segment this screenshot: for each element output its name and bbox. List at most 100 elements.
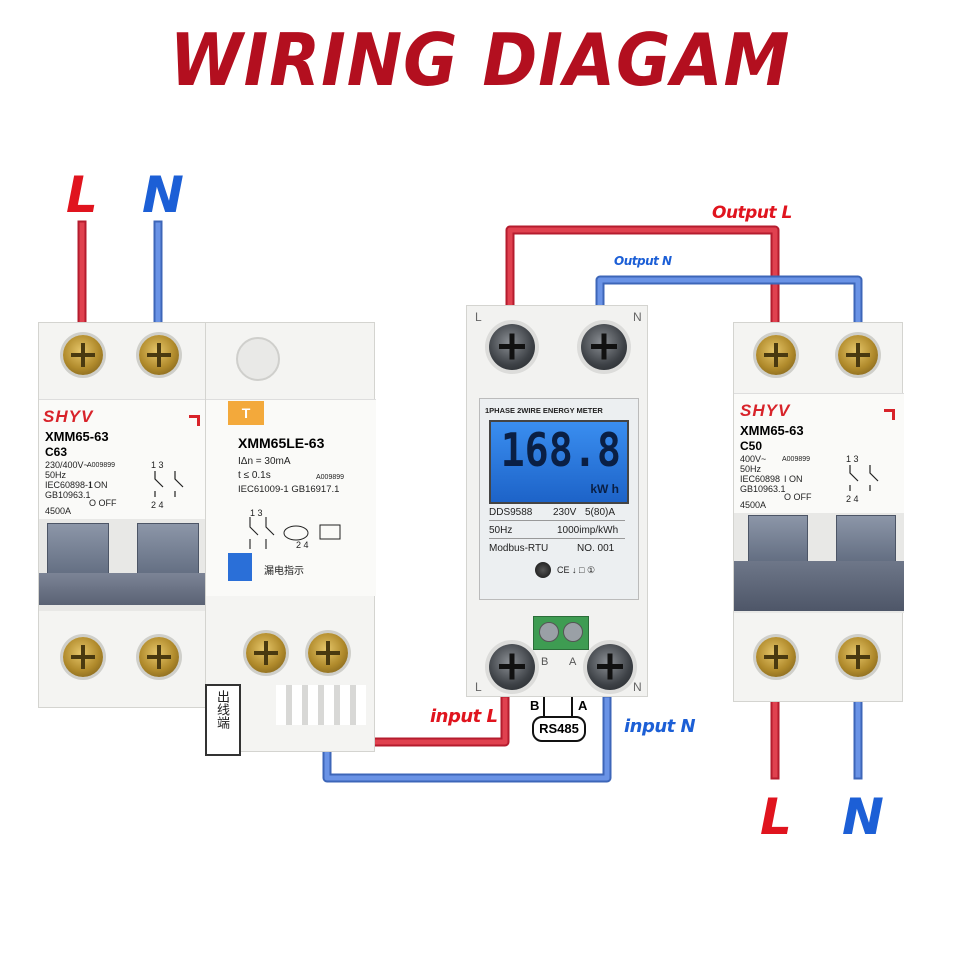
- terminal-numbers-bottom: 2 4: [151, 500, 164, 510]
- toggle-lever-2[interactable]: [137, 523, 199, 581]
- rs485-screw-icon: [539, 622, 559, 642]
- rs485-a-label: A: [578, 698, 588, 713]
- outlet-label: 出线端: [215, 690, 230, 729]
- input-l-label: input L: [430, 706, 498, 727]
- screw-icon: [587, 644, 633, 690]
- meter-divider: [489, 520, 625, 521]
- rcd-cert: A009899: [316, 474, 345, 481]
- load-live-label: L: [760, 788, 792, 846]
- rcd-top-circle: [236, 337, 280, 381]
- right-breaker: SHYV XMM65-63 C50 A009899 400V~ 50Hz IEC…: [733, 322, 904, 702]
- meter-term-a: A: [569, 656, 577, 668]
- breaker-capacity: 4500A: [45, 506, 72, 516]
- terminal-numbers-top: 1 3: [151, 460, 164, 470]
- load-neutral-label: N: [842, 788, 884, 846]
- breaker-std1: IEC60898-1: [45, 480, 94, 490]
- breaker-capacity: 4500A: [740, 500, 767, 510]
- terminal-icon: [308, 633, 348, 673]
- terminal-icon: [838, 335, 878, 375]
- meter-impulse: 1000imp/kWh: [557, 525, 619, 536]
- source-live-label: L: [66, 166, 98, 224]
- breaker-freq: 50Hz: [45, 470, 67, 480]
- breaker-off: O OFF: [89, 498, 117, 508]
- outlet-label-box: [205, 684, 241, 756]
- rcd-indicator-text: 漏电指示: [264, 566, 304, 577]
- rcd-current: IΔn = 30mA: [238, 456, 291, 467]
- toggle-bar: [39, 573, 209, 605]
- terminal-icon: [63, 637, 103, 677]
- left-breaker: SHYV XMM65-63 C63 A009899 230/400V~ 50Hz…: [38, 322, 209, 708]
- meter-voltage: 230V: [553, 507, 577, 518]
- rcd-module: T XMM65LE-63 IΔn = 30mA t ≤ 0.1s A009899…: [205, 322, 376, 752]
- terminal-icon: [756, 637, 796, 677]
- meter-bot-l: L: [475, 680, 482, 694]
- toggle-lever-1[interactable]: [47, 523, 109, 581]
- lcd-display: 168.8 kW h: [489, 420, 629, 504]
- rs485-label: RS485: [532, 716, 586, 742]
- terminal-icon: [139, 335, 179, 375]
- meter-top-n: N: [633, 310, 642, 324]
- brand-logo: SHYV: [43, 407, 94, 426]
- breaker-off: O OFF: [784, 492, 812, 502]
- terminal-icon: [139, 637, 179, 677]
- breaker-model: XMM65-63: [740, 423, 804, 438]
- cert-icons: CE ↓ □ ①: [557, 565, 596, 575]
- toggle-lever-2[interactable]: [836, 515, 896, 567]
- breaker-on: I ON: [89, 480, 108, 490]
- rcd-indicator-window: [228, 553, 252, 581]
- circuit-symbol-icon: [154, 471, 184, 497]
- breaker-std1: IEC60898: [740, 474, 781, 484]
- terminal-numbers-top: 1 3: [846, 454, 859, 464]
- meter-protocol: Modbus-RTU: [489, 543, 549, 554]
- test-button[interactable]: T: [228, 401, 264, 425]
- breaker-rating: C63: [45, 445, 68, 459]
- circuit-symbol-icon: [849, 465, 879, 491]
- screw-icon: [581, 324, 627, 370]
- meter-freq: 50Hz: [489, 525, 513, 536]
- terminal-numbers-bottom: 2 4: [846, 494, 859, 504]
- red-corner-mark: [189, 415, 200, 426]
- breaker-freq: 50Hz: [740, 464, 762, 474]
- toggle-lever-1[interactable]: [748, 515, 808, 567]
- lcd-reading: 168.8: [500, 424, 621, 478]
- breaker-rating: C50: [740, 439, 763, 453]
- input-n-label: input N: [624, 716, 696, 737]
- output-l-label: Output L: [712, 203, 792, 223]
- rs485-b-label: B: [530, 698, 540, 713]
- rcd-time: t ≤ 0.1s: [238, 470, 271, 481]
- meter-header: 1PHASE 2WIRE ENERGY METER: [485, 406, 603, 415]
- breaker-std2: GB10963.1: [45, 490, 91, 500]
- red-corner-mark: [884, 409, 895, 420]
- terminal-icon: [756, 335, 796, 375]
- meter-top-l: L: [475, 310, 482, 324]
- brand-logo: SHYV: [740, 401, 791, 420]
- meter-serial: NO. 001: [577, 543, 615, 554]
- breaker-std2: GB10963.1: [740, 484, 786, 494]
- terminal-icon: [838, 637, 878, 677]
- meter-bot-n: N: [633, 680, 642, 694]
- cert-mark: A009899: [782, 456, 811, 463]
- rs485-screw-icon: [563, 622, 583, 642]
- cert-mark: A009899: [87, 462, 116, 469]
- rcd-model: XMM65LE-63: [238, 435, 325, 451]
- breaker-on: I ON: [784, 474, 803, 484]
- toggle-bar: [734, 561, 904, 611]
- breaker-voltage: 230/400V~: [45, 460, 89, 470]
- lcd-unit: kW h: [590, 482, 619, 496]
- rcd-bottom-slots: [276, 685, 366, 725]
- terminal-icon: [246, 633, 286, 673]
- energy-meter: L N 1PHASE 2WIRE ENERGY METER 168.8 kW h…: [466, 305, 648, 697]
- screw-icon: [489, 324, 535, 370]
- meter-current: 5(80)A: [585, 507, 616, 518]
- rcd-circuit-icon: [249, 517, 341, 549]
- terminal-icon: [63, 335, 103, 375]
- diagram-title: WIRING DIAGAM: [169, 18, 791, 102]
- meter-term-b: B: [541, 656, 549, 668]
- breaker-model: XMM65-63: [45, 429, 109, 444]
- source-neutral-label: N: [142, 166, 184, 224]
- rcd-terms-top: 1 3: [250, 508, 263, 518]
- screw-icon: [489, 644, 535, 690]
- pulse-led-icon: [535, 562, 551, 578]
- rcd-terms-bottom: 2 4: [296, 540, 309, 550]
- breaker-voltage: 400V~: [740, 454, 767, 464]
